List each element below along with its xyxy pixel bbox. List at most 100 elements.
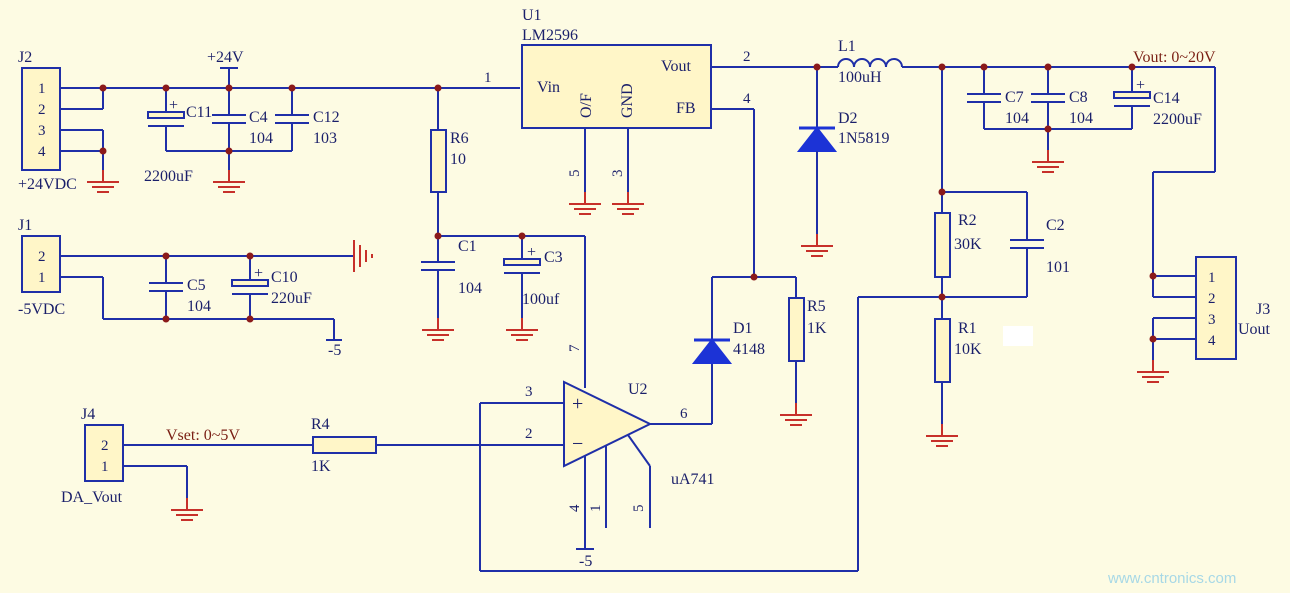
diode-d1: D1 4148: [691, 320, 765, 364]
r4-ref: R4: [311, 416, 330, 433]
j4-wires: [123, 444, 313, 498]
capacitor-c12: C12 103: [275, 88, 340, 151]
u2-minus: −: [572, 433, 583, 455]
d2-ref: D2: [838, 110, 858, 127]
ic-u1-lm2596: U1 LM2596 Vin Vout FB O/F GND: [521, 7, 712, 129]
u2-part: uA741: [671, 471, 715, 488]
c2-ref: C2: [1046, 217, 1065, 234]
r2-value: 30K: [954, 236, 982, 253]
r4-value: 1K: [311, 458, 331, 475]
u1-part: LM2596: [522, 27, 578, 44]
u1-gnd-label: GND: [619, 83, 636, 118]
j4-label: DA_Vout: [61, 489, 123, 506]
capacitor-c2: C2 101: [1010, 217, 1070, 276]
junction: [225, 147, 233, 155]
u2-pin-3: 3: [525, 384, 533, 400]
u1-vout-label: Vout: [661, 58, 691, 75]
c10-ref: C10: [271, 269, 298, 286]
j3-pin-4: 4: [1208, 333, 1216, 349]
junction: [750, 273, 758, 281]
d1-value: 4148: [733, 341, 765, 358]
l1-ref: L1: [838, 38, 856, 55]
ground-c4: [212, 169, 246, 193]
j4-pin-2: 2: [101, 438, 109, 454]
c5-value: 104: [187, 298, 211, 315]
j3-pin-2: 2: [1208, 291, 1216, 307]
ground-j2: [86, 169, 120, 193]
watermark: www.cntronics.com: [1107, 570, 1236, 587]
ground-u1-pin3: [611, 191, 645, 215]
u2-pin-6: 6: [680, 406, 688, 422]
j3-ref: J3: [1256, 301, 1270, 318]
c4-ref: C4: [249, 109, 268, 126]
junction: [980, 63, 988, 71]
c3-ref: C3: [544, 249, 563, 266]
connector-j4: J4 2 1 DA_Vout: [61, 406, 124, 506]
j3-pin-3: 3: [1208, 312, 1216, 328]
junction: [99, 84, 107, 92]
j4-pin-1: 1: [101, 459, 109, 475]
r1-value: 10K: [954, 341, 982, 358]
r1-ref: R1: [958, 320, 977, 337]
capacitor-c4: C4 104: [212, 88, 273, 170]
j1-body: [21, 235, 61, 293]
capacitor-c1: C1 104: [421, 236, 482, 318]
u2-pin-2: 2: [525, 426, 533, 442]
resistor-r2: R2 30K: [934, 212, 982, 278]
c8-value: 104: [1069, 110, 1093, 127]
u2-pin-4: 4: [567, 504, 583, 512]
u1-pin-5: 5: [567, 170, 583, 178]
u1-pin-4: 4: [743, 91, 751, 107]
junction: [99, 147, 107, 155]
ground-r5: [779, 402, 813, 426]
c5-ref: C5: [187, 277, 206, 294]
capacitor-c5: C5 104: [149, 256, 211, 319]
r6-value: 10: [450, 151, 466, 168]
j1-pin-1: 1: [38, 270, 46, 286]
resistor-r4: R4 1K: [311, 416, 377, 475]
u2-body: [563, 380, 653, 468]
ground-c1: [421, 317, 455, 341]
ground-r1: [925, 423, 959, 447]
junction: [1044, 125, 1052, 133]
c14-ref: C14: [1153, 90, 1180, 107]
j4-ref: J4: [81, 406, 95, 423]
u1-ref: U1: [522, 7, 542, 24]
ground-j4: [170, 497, 204, 521]
c12-ref: C12: [313, 109, 340, 126]
u1-body: [521, 44, 712, 129]
wire-c1-c3-top: [438, 235, 586, 388]
junction: [288, 84, 296, 92]
j3-label: Uout: [1238, 321, 1271, 338]
c3-plus: +: [527, 244, 536, 261]
junction: [246, 252, 254, 260]
u1-lower-pins: [584, 128, 629, 192]
net-24v: +24V: [207, 49, 244, 88]
u1-vin-label: Vin: [537, 79, 560, 96]
net-m5-u2: -5: [579, 553, 592, 570]
j1-wires: [60, 255, 354, 341]
net-vset-label: Vset: 0~5V: [166, 427, 240, 444]
connector-j1: J1 2 1 -5VDC: [18, 217, 65, 318]
u1-pin-3: 3: [610, 170, 626, 178]
wire-d1-r5: [650, 276, 797, 425]
c7-value: 104: [1005, 110, 1029, 127]
junction-dots: [99, 63, 1157, 343]
junction: [938, 293, 946, 301]
j1-label: -5VDC: [18, 301, 65, 318]
c3-value: 100uf: [522, 291, 560, 308]
capacitor-c11: + C11 2200uF: [144, 88, 212, 185]
ground-j3: [1136, 359, 1170, 383]
junction: [162, 84, 170, 92]
u2-plus: +: [572, 393, 583, 415]
inductor-l1: L1 100uH: [837, 38, 1215, 86]
ground-u1-pin5: [568, 191, 602, 215]
c8-ref: C8: [1069, 89, 1088, 106]
c14-plus: +: [1136, 77, 1145, 94]
diode-d2: D2 1N5819: [796, 67, 890, 234]
c10-plus: +: [254, 265, 263, 282]
u2-pin-7: 7: [567, 344, 583, 352]
resistor-r5: R5 1K: [788, 297, 827, 362]
